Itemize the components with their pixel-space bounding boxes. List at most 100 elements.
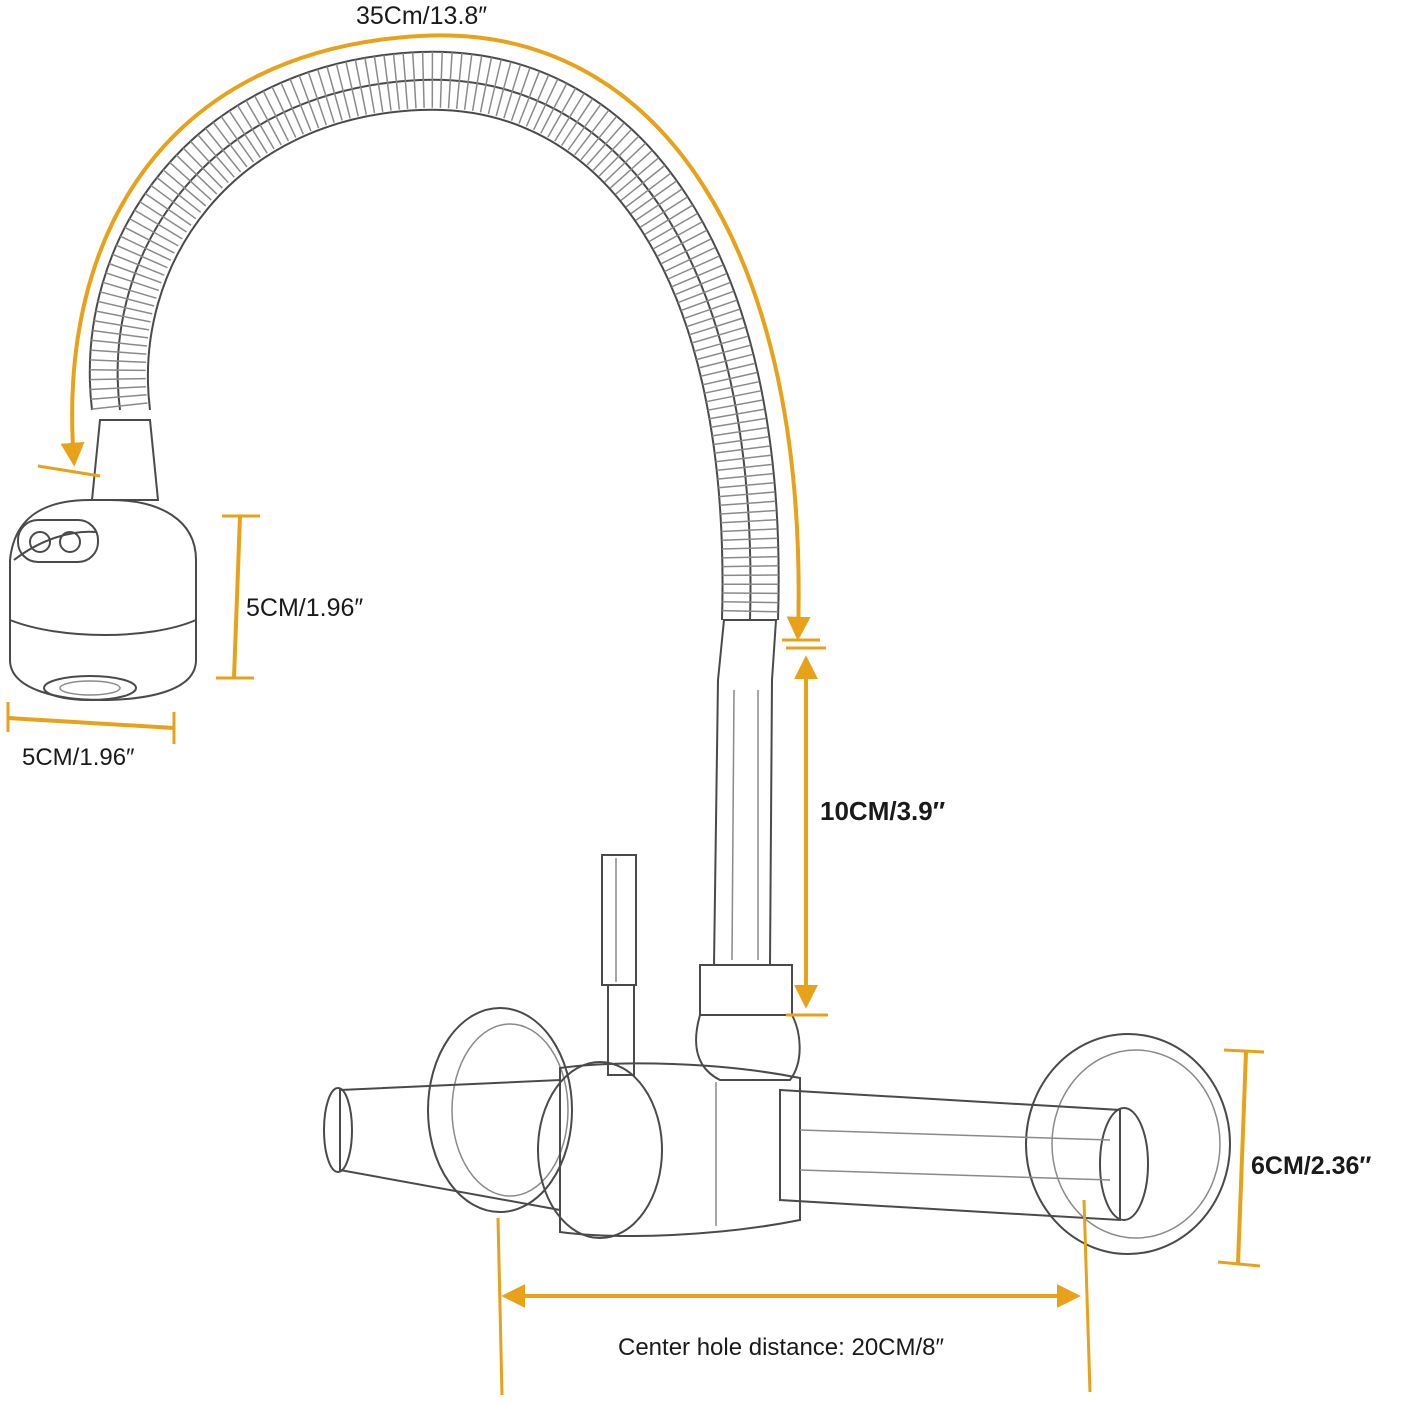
hose-coil-ring <box>479 57 493 113</box>
hose-coil-ring <box>89 369 146 372</box>
hose-coil-ring <box>245 100 275 150</box>
hose-coil-ring <box>592 128 632 171</box>
hose-coil-ring <box>652 221 703 250</box>
hose-coil-ring <box>648 212 698 243</box>
hose-coil-ring <box>373 56 384 112</box>
hose-coil-ring <box>228 110 261 159</box>
hose-coil-ring <box>392 53 401 110</box>
hose-coil-ring <box>620 164 666 201</box>
hose-coil-ring <box>90 394 147 401</box>
hose-coil-ring <box>95 310 151 323</box>
hose-coil-ring <box>700 362 756 378</box>
hose-coil-ring <box>471 55 483 112</box>
hose-coil-ring <box>683 299 738 320</box>
hose-coil-ring <box>280 82 304 135</box>
flexible-hose <box>88 50 780 621</box>
hose-coil-ring <box>129 217 179 247</box>
spout-tube <box>695 619 801 1081</box>
hose-coil-ring <box>580 116 618 161</box>
right-base-plate <box>1025 1033 1231 1255</box>
hose-coil-ring <box>533 78 559 131</box>
hose-coil-ring <box>722 565 779 568</box>
hose-coil-ring <box>169 161 212 201</box>
hose-coil-ring <box>635 188 683 222</box>
hose-coil-ring <box>604 142 646 183</box>
hose-coil-ring <box>525 74 550 127</box>
base-plate-diameter-label: 6CM/2.36″ <box>1251 1152 1372 1180</box>
hose-coil-ring <box>402 52 409 109</box>
hose-coil-ring <box>674 272 728 296</box>
dimension-sprayer-height <box>216 514 260 680</box>
hose-coil-ring <box>586 122 625 166</box>
hose-coil-ring <box>686 308 741 328</box>
left-base-plate <box>427 1007 573 1213</box>
hose-coil-ring <box>91 402 148 410</box>
dimension-spout-tube <box>786 646 828 1017</box>
hose-coil-ring <box>307 72 328 126</box>
hose-coil-ring <box>326 66 343 121</box>
hose-coil-ring <box>710 417 767 429</box>
hose-coil-ring <box>383 55 392 111</box>
sprayer-head <box>9 419 197 702</box>
hose-coil-ring <box>108 262 162 284</box>
hose-coil-ring <box>660 238 712 265</box>
hose-coil-ring <box>615 157 659 195</box>
hose-coil-ring <box>630 180 677 215</box>
hose-coil-ring <box>705 390 762 403</box>
hose-coil-ring <box>236 105 268 154</box>
sprayer-height-label: 5CM/1.96″ <box>246 594 364 622</box>
center-hole-distance-label: Center hole distance: 20CM/8″ <box>618 1334 945 1361</box>
hose-coil-ring <box>439 51 443 108</box>
hose-coil-ring <box>99 291 155 307</box>
hose-coil-ring <box>721 546 779 550</box>
hose-coil-ring <box>220 116 255 163</box>
hose-coil-ring <box>696 344 751 361</box>
hose-coil-ring <box>689 317 743 336</box>
hose-coil-ring <box>89 377 146 381</box>
hose-coil-ring <box>693 335 749 353</box>
hose-coil-ring <box>455 53 463 109</box>
hose-coil-ring <box>112 253 165 276</box>
hose-coil-ring <box>554 93 585 142</box>
hose-coil-ring <box>354 59 368 115</box>
hose-coil-ring <box>667 255 720 280</box>
hose-coil-ring <box>182 147 223 189</box>
dimension-center-hole <box>496 1199 1092 1396</box>
hose-coil-ring <box>364 57 376 114</box>
hose-coil-ring <box>105 272 160 292</box>
hose-coil-ring <box>115 244 168 269</box>
hose-coil-ring <box>93 319 150 331</box>
hose-coil-ring <box>253 95 282 146</box>
hose-coil-ring <box>711 426 768 437</box>
hose-coil-ring <box>704 380 760 394</box>
hose-coil-ring <box>671 264 724 288</box>
hose-coil-ring <box>119 235 172 261</box>
hose-coil-ring <box>707 399 763 411</box>
hose-coil-ring <box>92 329 149 339</box>
hose-coil-ring <box>271 86 297 138</box>
hose-coil-ring <box>540 83 568 134</box>
hose-coil-ring <box>212 121 248 168</box>
hose-coil-ring <box>656 229 708 257</box>
hose-coil-ring <box>722 555 779 559</box>
hose-coil-ring <box>162 169 207 207</box>
hose-coil-ring <box>289 78 312 132</box>
hose-coil-ring <box>722 609 779 613</box>
hose-coil-ring <box>547 88 577 138</box>
dimension-base-plate <box>1217 1048 1265 1268</box>
hose-coil-ring <box>91 339 148 347</box>
hose-coil-ring <box>89 359 146 364</box>
hose-coil-ring <box>677 281 731 304</box>
hose-coil-ring <box>421 51 425 108</box>
hose-coil-ring <box>345 61 359 117</box>
hose-coil-ring <box>156 176 202 213</box>
hose-coil-ring <box>510 67 531 121</box>
dimension-sprayer-width <box>6 702 176 744</box>
dimension-hose-arc <box>37 33 820 642</box>
hose-coil-ring <box>664 246 716 273</box>
hose-coil-ring <box>722 601 779 604</box>
hose-coil-ring <box>598 135 640 177</box>
hose-coil-ring <box>639 196 688 228</box>
hose-coil-ring <box>495 61 512 117</box>
hose-coil-ring <box>411 52 417 109</box>
